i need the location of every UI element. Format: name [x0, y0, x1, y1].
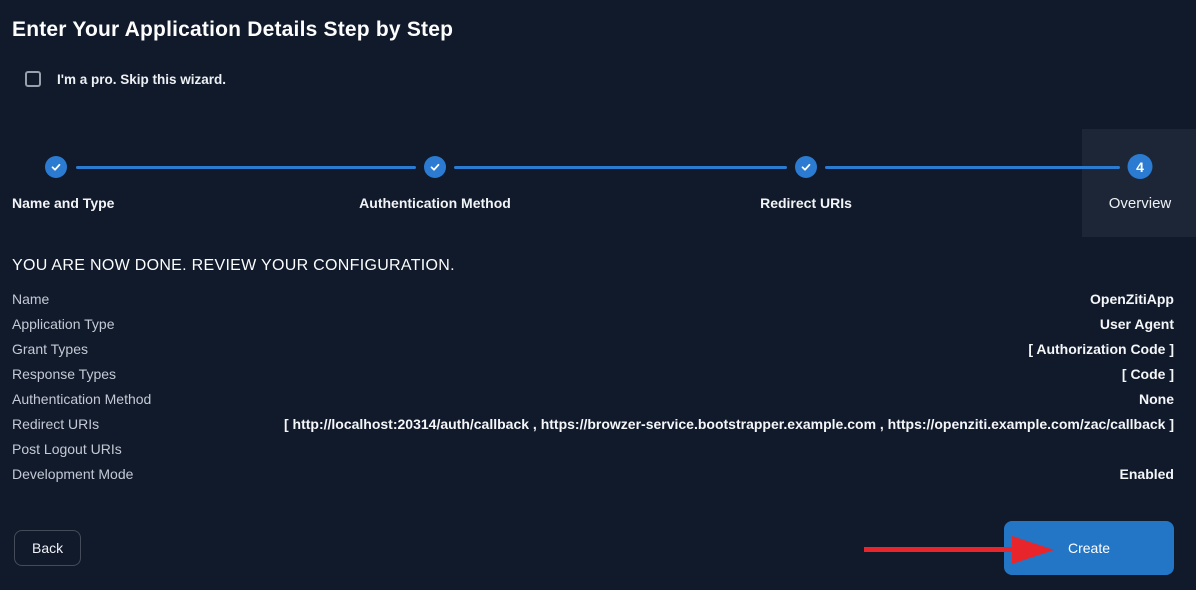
stepper-connector — [825, 166, 1120, 169]
config-value: None — [1139, 390, 1174, 407]
wizard-page: Enter Your Application Details Step by S… — [0, 18, 1196, 575]
skip-wizard-row: I'm a pro. Skip this wizard. — [25, 69, 1174, 89]
config-value: [ http://localhost:20314/auth/callback ,… — [283, 415, 1174, 432]
config-row-authentication-method: Authentication Method None — [12, 386, 1174, 411]
config-row-development-mode: Development Mode Enabled — [12, 461, 1174, 486]
config-label: Response Types — [12, 365, 117, 382]
check-icon — [429, 161, 441, 173]
wizard-actions: Back Create — [12, 521, 1174, 575]
step-2-indicator — [424, 156, 446, 178]
wizard-stepper: 4 Name and Type Authentication Method Re… — [0, 129, 1196, 237]
review-heading: YOU ARE NOW DONE. REVIEW YOUR CONFIGURAT… — [12, 257, 455, 274]
config-row-grant-types: Grant Types [ Authorization Code ] — [12, 336, 1174, 361]
config-label: Redirect URIs — [12, 415, 100, 432]
config-value: [ Code ] — [1121, 365, 1174, 382]
config-row-redirect-uris: Redirect URIs [ http://localhost:20314/a… — [12, 411, 1174, 436]
step-label-redirect-uris: Redirect URIs — [760, 195, 852, 211]
config-label: Post Logout URIs — [12, 440, 122, 457]
skip-wizard-checkbox[interactable] — [25, 71, 41, 87]
check-icon — [50, 161, 62, 173]
config-value: [ Authorization Code ] — [1028, 340, 1174, 357]
config-row-response-types: Response Types [ Code ] — [12, 361, 1174, 386]
create-button[interactable]: Create — [1004, 521, 1174, 575]
skip-wizard-label: I'm a pro. Skip this wizard. — [57, 71, 226, 87]
check-icon — [800, 161, 812, 173]
step-label-overview: Overview — [1108, 195, 1172, 212]
config-label: Development Mode — [12, 465, 134, 482]
config-value: OpenZitiApp — [1090, 290, 1174, 307]
back-button[interactable]: Back — [14, 530, 82, 566]
config-label: Grant Types — [12, 340, 89, 357]
step-label-authentication-method: Authentication Method — [359, 195, 511, 211]
step-3-indicator — [795, 156, 817, 178]
step-label-name-and-type: Name and Type — [12, 195, 115, 211]
step-1-indicator — [45, 156, 67, 178]
config-review-list: Name OpenZitiApp Application Type User A… — [12, 286, 1174, 486]
config-row-application-type: Application Type User Agent — [12, 311, 1174, 336]
config-value: User Agent — [1099, 315, 1174, 332]
stepper-connector — [454, 166, 787, 169]
config-label: Application Type — [12, 315, 115, 332]
config-label: Authentication Method — [12, 390, 152, 407]
page-title: Enter Your Application Details Step by S… — [12, 18, 454, 41]
stepper-connector — [76, 166, 416, 169]
config-label: Name — [12, 290, 50, 307]
current-step-highlight — [1082, 129, 1196, 237]
config-row-name: Name OpenZitiApp — [12, 286, 1174, 311]
config-value: Enabled — [1119, 465, 1174, 482]
config-row-post-logout-uris: Post Logout URIs — [12, 436, 1174, 461]
step-4-indicator: 4 — [1127, 154, 1153, 179]
